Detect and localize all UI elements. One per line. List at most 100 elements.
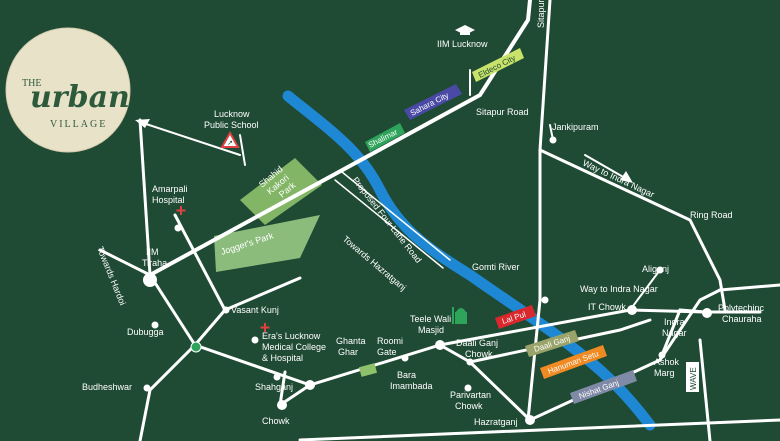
label-polytechnic-1: Polytechinc	[718, 303, 765, 313]
label-ashok-1: Ashok	[654, 357, 680, 367]
svg-text:urban: urban	[30, 80, 130, 115]
label-daali-chowk-2: Chowk	[465, 349, 493, 359]
label-iim-lucknow: IIM Lucknow	[437, 39, 488, 49]
label-sitapur-top: Sitapur	[536, 0, 546, 28]
ghanta-ghar-dot	[305, 380, 315, 390]
label-teele-2: Masjid	[418, 325, 444, 335]
label-vasant-kunj: Vasant Kunj	[231, 305, 279, 315]
jankipuram-dot	[549, 136, 557, 144]
lps-road	[239, 134, 246, 166]
eras-dot	[251, 336, 259, 344]
joggers-park-area[interactable]	[214, 215, 320, 272]
parivartan-chowk-dot	[464, 384, 472, 392]
gomti-dot	[541, 296, 549, 304]
arrow-line-indra	[584, 154, 626, 179]
polytechnic-dot	[702, 308, 712, 318]
label-eras-2: Medical College	[262, 342, 326, 352]
label-lucknow-public-school-1: Lucknow	[214, 109, 250, 119]
label-eras-1: Era's Lucknow	[262, 331, 321, 341]
hospital-icon-eras	[260, 323, 270, 332]
label-ring-road: Ring Road	[690, 210, 733, 220]
label-ashok-2: Marg	[654, 368, 675, 378]
label-teele-1: Teele Wali	[410, 314, 451, 324]
arrow-head-lps	[135, 119, 150, 128]
teele-wali-dot	[435, 340, 445, 350]
label-chowk: Chowk	[262, 416, 290, 426]
indra-nagar-loop	[658, 308, 707, 362]
label-lucknow-public-school-2: Public School	[204, 120, 259, 130]
svg-text:THE: THE	[22, 78, 41, 89]
hospital-icon-amarpali	[176, 206, 186, 215]
label-gomti-river: Gomti River	[472, 262, 520, 272]
label-amarpali-2: Hospital	[152, 195, 185, 205]
svg-text:↗: ↗	[227, 140, 233, 147]
label-budheshwar: Budheshwar	[82, 382, 132, 392]
proposed-road-line-1	[341, 171, 451, 261]
label-iim-tiraha-1: IIM	[146, 247, 159, 257]
label-dubugga: Dubugga	[127, 327, 164, 337]
label-roomi-1: Roomi	[377, 336, 403, 346]
iim-tiraha-dot[interactable]	[143, 273, 157, 287]
school-sign-icon: ↗	[220, 130, 240, 148]
vasant-kunj-road	[223, 276, 302, 312]
label-it-chowk: IT Chowk	[588, 302, 626, 312]
svg-text:VILLAGE: VILLAGE	[50, 119, 107, 130]
label-sitapur-road: Sitapur Road	[476, 107, 529, 117]
aliganj-road	[629, 269, 661, 311]
mosque-icon	[452, 307, 467, 324]
label-aliganj: Aliganj	[642, 264, 669, 274]
tag-wave[interactable]: WAVE	[686, 362, 699, 392]
label-hazratganj: Hazratganj	[474, 417, 518, 427]
hazratganj-dot	[525, 415, 535, 425]
label-parivartan-2: Chowk	[455, 401, 483, 411]
junctions	[143, 136, 712, 425]
polytechnic-road-east	[718, 283, 780, 292]
label-polytechnic-2: Chauraha	[722, 314, 762, 324]
budheshwar-dot	[143, 384, 151, 392]
vasant-kunj-dot	[222, 306, 230, 314]
label-indra-nagar-1: Indra	[664, 317, 685, 327]
label-shahganj: Shahganj	[255, 382, 293, 392]
chowk-dot	[277, 400, 287, 410]
label-eras-3: & Hospital	[262, 353, 303, 363]
label-indra-nagar-2: Nagar	[662, 328, 687, 338]
label-jankipuram: Jankipuram	[552, 122, 599, 132]
it-chowk-dot	[627, 305, 637, 315]
dubugga-dot	[151, 321, 159, 329]
svg-text:WAVE: WAVE	[689, 367, 698, 390]
daali-ganj-road	[468, 318, 652, 364]
label-parivartan-1: Parivartan	[450, 390, 491, 400]
gomti-river	[282, 90, 656, 431]
label-amarpali-1: Amarpali	[152, 184, 188, 194]
shahganj-dot	[273, 373, 281, 381]
bottom-road	[298, 418, 780, 441]
label-bara-2: Imambada	[390, 381, 433, 391]
daali-ganj-chowk-dot	[466, 358, 474, 366]
ashok-marg-dot	[658, 351, 666, 359]
label-iim-tiraha-2: Tiraha	[142, 258, 167, 268]
label-bara-1: Bara	[397, 370, 416, 380]
shahid-kakori-park-area[interactable]	[240, 158, 322, 225]
ring-road-west	[526, 0, 552, 422]
proposed-road-line-2	[334, 179, 444, 269]
aliganj-dot	[656, 266, 664, 274]
urban-village-logo: THE urban VILLAGE	[5, 27, 131, 153]
budheshwar-road	[138, 343, 197, 441]
graduation-cap-icon	[455, 25, 475, 35]
urban-village-marker[interactable]	[190, 341, 202, 353]
label-ghanta-1: Ghanta	[336, 336, 366, 346]
towards-hardoi-road	[98, 248, 152, 277]
label-ghanta-2: Ghar	[338, 347, 358, 357]
arrow-head-indra	[620, 171, 633, 183]
arrow-line-lps	[139, 121, 241, 156]
label-daali-chowk-1: Daali Ganj	[456, 338, 498, 348]
label-roomi-2: Gate	[377, 347, 397, 357]
bara-imambada-dot	[401, 354, 409, 362]
label-way-indra-nagar: Way to Indra Nagar	[580, 284, 658, 294]
road-north-tiraha	[138, 118, 152, 277]
amarpali-dot	[174, 224, 182, 232]
roomi-gate-marker	[358, 363, 378, 377]
ring-road-east	[538, 148, 727, 312]
